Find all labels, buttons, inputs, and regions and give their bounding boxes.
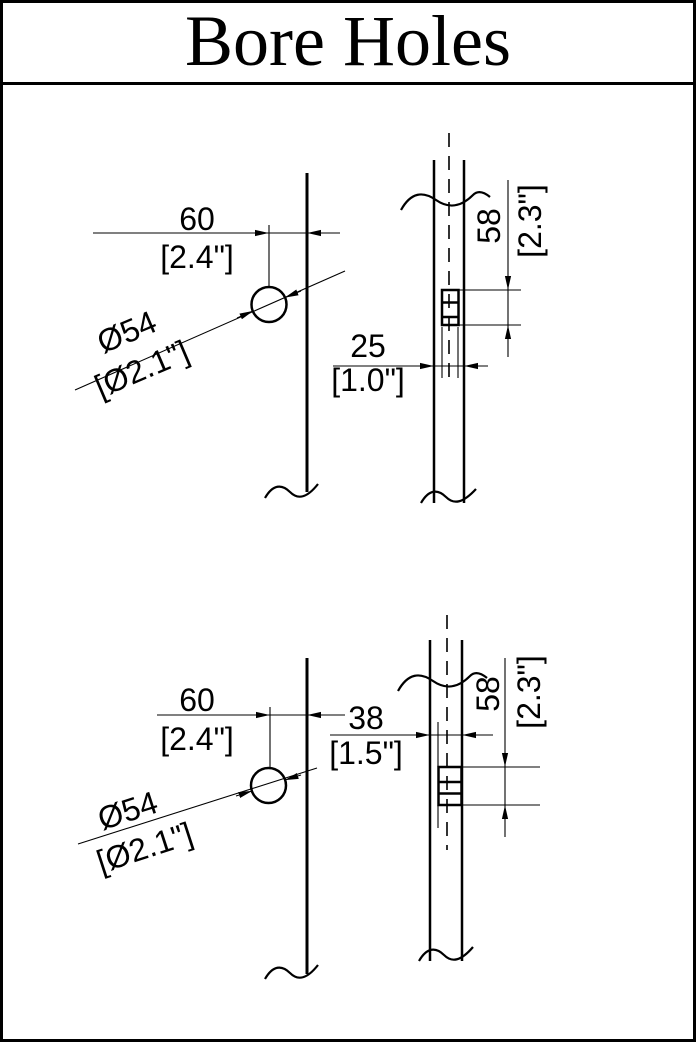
thickness-mm-label: 38 — [348, 700, 384, 736]
edge-in-label: [2.3"] — [511, 655, 547, 729]
cross-bore-section — [440, 288, 460, 327]
dimension-arrows — [236, 289, 302, 320]
thickness-mm-label: 25 — [350, 328, 386, 364]
arrow-downleft-icon — [284, 773, 302, 781]
title-box: Bore Holes — [3, 3, 693, 85]
bottom-thickness-dimension: 38 [1.5"] — [329, 700, 493, 828]
leader-line — [74, 270, 346, 391]
top-backset-dimension: 60 [2.4"] — [93, 201, 340, 287]
break-wave-top — [397, 672, 488, 692]
break-wave-bottom — [420, 488, 477, 504]
edge-in-label: [2.3"] — [512, 184, 548, 258]
backset-in-label: [2.4"] — [160, 721, 234, 757]
page-title: Bore Holes — [185, 0, 511, 81]
bottom-door-face-view — [249, 658, 319, 980]
break-wave-top — [400, 191, 491, 211]
arrow-upright-icon — [236, 310, 254, 320]
drawing-bottom: 60 [2.4"] Ø54 [Ø2.1"] — [77, 615, 547, 980]
edge-mm-label: 58 — [470, 676, 506, 712]
dimension-arrows — [235, 773, 302, 798]
cross-bore-section — [437, 765, 463, 807]
bottom-backset-dimension: 60 [2.4"] — [157, 682, 345, 768]
backset-mm-label: 60 — [179, 682, 215, 718]
break-wave-bottom — [418, 946, 474, 962]
drawing-top: 60 [2.4"] Ø54 [Ø2.1"] — [74, 133, 548, 504]
break-wave — [264, 483, 319, 499]
bottom-edge-height-dimension: 58 [2.3"] — [438, 655, 547, 837]
top-thickness-dimension: 25 [1.0"] — [331, 327, 488, 398]
arrow-upright-icon — [235, 790, 253, 798]
bottom-diameter-dimension: Ø54 [Ø2.1"] — [77, 767, 318, 880]
bottom-door-edge-view — [397, 615, 488, 962]
thickness-in-label: [1.0"] — [331, 362, 405, 398]
top-diameter-dimension: Ø54 [Ø2.1"] — [74, 270, 346, 405]
edge-mm-label: 58 — [471, 208, 507, 244]
top-door-face-view — [250, 173, 319, 499]
break-wave — [264, 964, 319, 980]
top-door-edge-view — [400, 133, 491, 504]
leader-line — [77, 767, 318, 845]
top-edge-height-dimension: 58 [2.3"] — [442, 180, 548, 357]
arrow-downleft-icon — [284, 289, 302, 298]
bore-hole-circle — [249, 766, 288, 805]
backset-mm-label: 60 — [179, 201, 215, 237]
backset-in-label: [2.4"] — [160, 239, 234, 275]
thickness-in-label: [1.5"] — [329, 735, 403, 771]
